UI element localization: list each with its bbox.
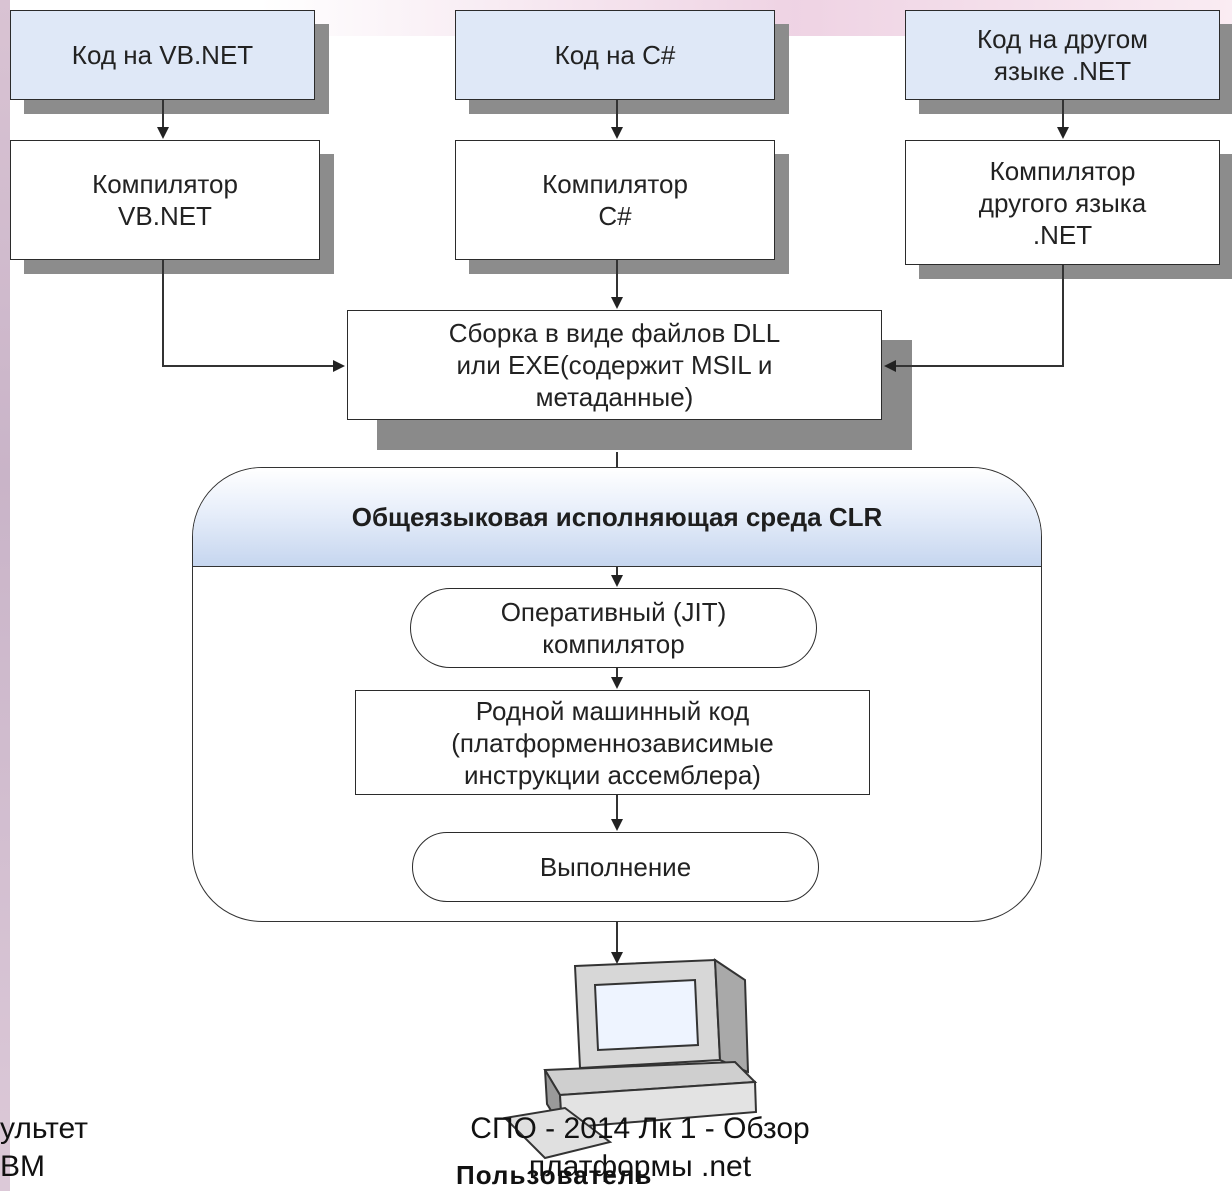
user-label: Пользователь [456,1160,653,1190]
computer-icon [502,958,758,1160]
node-code-vbnet: Код на VB.NET [10,10,315,100]
footer-left-text: ультет ВМ [0,1112,88,1183]
arrow-cmp-other-to-assembly [884,265,1064,372]
arrow-cmp-vb-to-assembly [162,260,345,372]
node-jit-compiler: Оперативный (JIT) компилятор [410,588,817,668]
node-execution: Выполнение [412,832,819,902]
node-code-other-language: Код на другом языке .NET [905,10,1220,100]
node-compiler-csharp: Компилятор C# [455,140,775,260]
clr-title: Общеязыковая исполняющая среда CLR [351,501,883,532]
node-compiler-vbnet: Компилятор VB.NET [10,140,320,260]
node-compiler-other-language: Компилятор другого языка .NET [905,140,1220,265]
node-assembly-dll-exe: Сборка в виде файлов DLL или EXE(содержи… [347,310,882,420]
node-native-code: Родной машинный код (платформеннозависим… [355,690,870,795]
clr-header: Общеязыковая исполняющая среда CLR [193,468,1041,567]
node-code-csharp: Код на C# [455,10,775,100]
footer-center-text: СПО - 2014 Лк 1 - Обзор платформы .net [470,1112,810,1183]
